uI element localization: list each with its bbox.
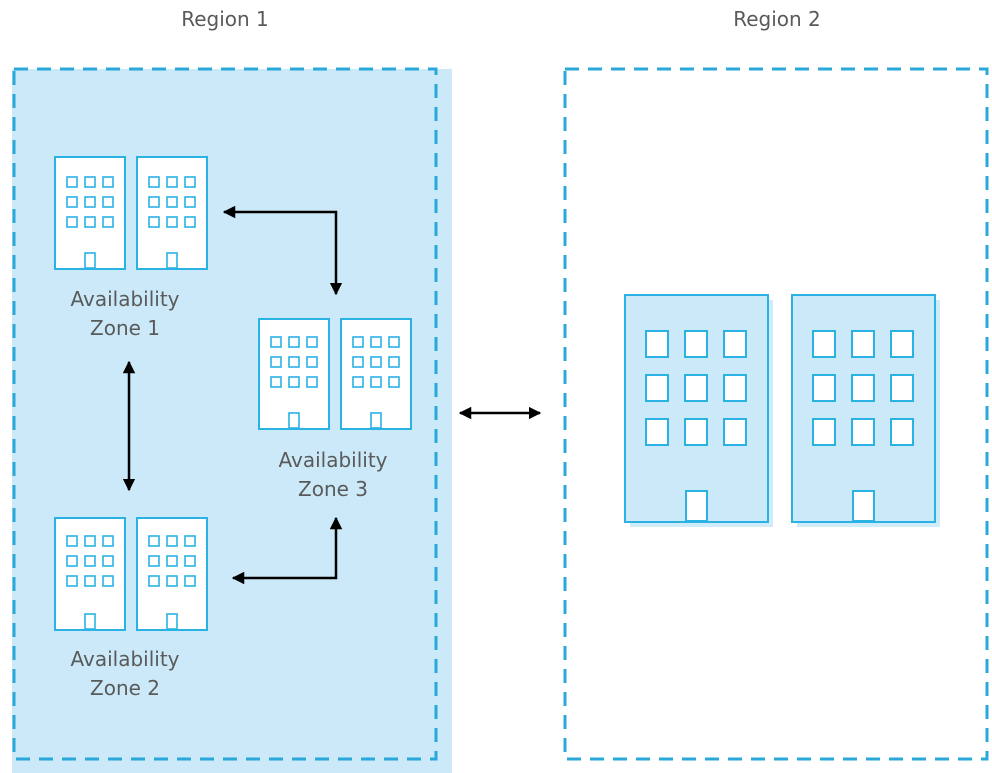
region-1-title: Region 1 bbox=[181, 7, 269, 31]
zone-1-label-line2: Zone 1 bbox=[90, 316, 160, 340]
office-building-icon bbox=[136, 156, 208, 270]
office-building-icon bbox=[54, 517, 126, 631]
zone-3-buildings bbox=[258, 318, 412, 430]
region-2-buildings bbox=[624, 294, 940, 527]
zone-3-label-line2: Zone 3 bbox=[298, 477, 368, 501]
zone-3-label-line1: Availability bbox=[278, 448, 388, 472]
zone-1-label: Availability Zone 1 bbox=[30, 285, 220, 343]
zone-1-label-line1: Availability bbox=[70, 287, 180, 311]
zone2-to-zone3-arrow bbox=[231, 516, 343, 585]
office-building-icon bbox=[54, 156, 126, 270]
office-building-icon bbox=[136, 517, 208, 631]
office-building-icon bbox=[340, 318, 412, 430]
region-1-border bbox=[12, 67, 438, 761]
zone-1-buildings bbox=[54, 156, 208, 270]
office-building-icon bbox=[258, 318, 330, 430]
region-2-title: Region 2 bbox=[733, 7, 821, 31]
connection-arrows bbox=[122, 205, 542, 585]
zone-2-buildings bbox=[54, 517, 208, 631]
zone1-to-zone3-arrow bbox=[222, 205, 343, 296]
zone-2-label-line2: Zone 2 bbox=[90, 676, 160, 700]
zone-2-label: Availability Zone 2 bbox=[30, 645, 220, 703]
zone-2-label-line1: Availability bbox=[70, 647, 180, 671]
office-building-icon bbox=[624, 294, 773, 527]
zone-3-label: Availability Zone 3 bbox=[238, 446, 428, 504]
office-building-icon bbox=[791, 294, 940, 527]
